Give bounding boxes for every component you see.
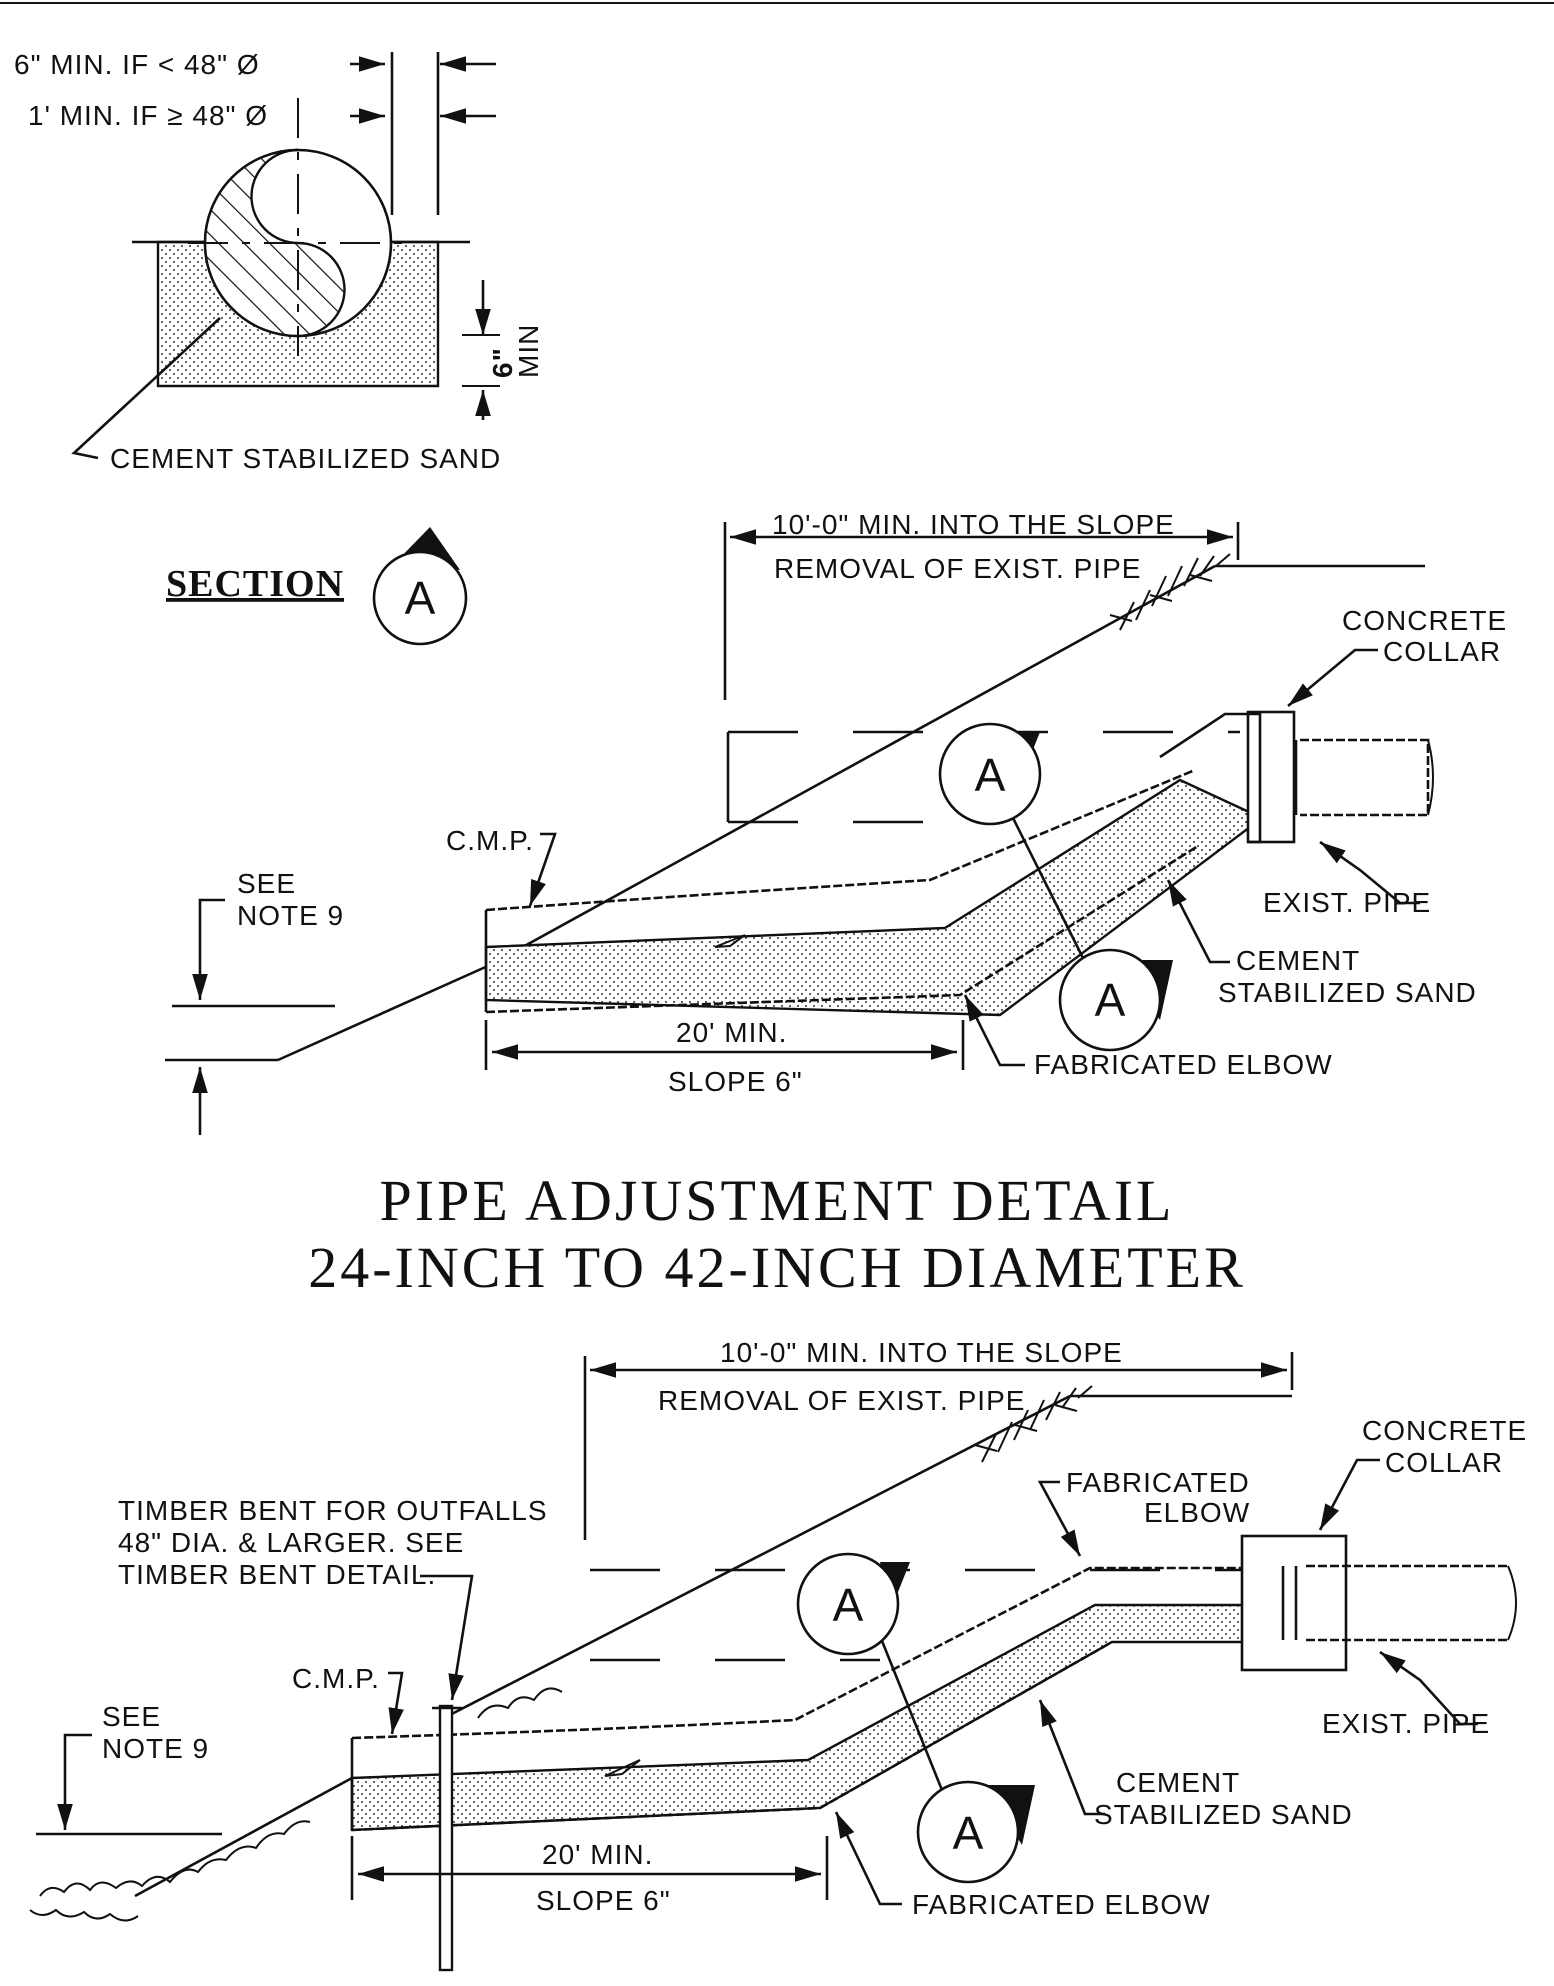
timber-bent-leader xyxy=(420,1574,474,1701)
note-min-cover-ge48: 1' MIN. IF ≥ 48" Ø xyxy=(28,100,268,131)
slope-label: SLOPE 6" xyxy=(536,1885,671,1916)
removal-label: REMOVAL OF EXIST. PIPE xyxy=(774,553,1141,584)
cut-letter-lower: A xyxy=(953,1807,984,1859)
section-cut-line xyxy=(878,1635,952,1811)
flow-arrow xyxy=(604,1759,641,1777)
cut-bubble-upper xyxy=(796,1552,900,1656)
section-a-detail: 6" MIN. IF < 48" Ø 1' MIN. IF ≥ 48" Ø 6"… xyxy=(14,49,544,646)
detail-small: 10'-0" MIN. INTO THE SLOPE REMOVAL OF EX… xyxy=(165,509,1507,1135)
sand-label-2: STABILIZED SAND xyxy=(1218,977,1477,1008)
cmp-leader xyxy=(388,1671,404,1735)
sand-leader xyxy=(71,317,221,460)
timber-bent-label-1: TIMBER BENT FOR OUTFALLS xyxy=(118,1495,548,1526)
removal-label: REMOVAL OF EXIST. PIPE xyxy=(658,1385,1025,1416)
timber-bent-label-3: TIMBER BENT DETAIL. xyxy=(118,1559,436,1590)
concrete-collar xyxy=(1240,1534,1348,1672)
elbow-top-leader xyxy=(1037,1480,1082,1557)
toe-slope-line xyxy=(134,1776,353,1898)
collar-leader xyxy=(1287,648,1378,707)
toe-slope-line xyxy=(277,963,491,1062)
cut-bubble-upper xyxy=(938,722,1042,826)
collar-label-1: CONCRETE xyxy=(1342,605,1507,636)
existing-pipe-break xyxy=(1507,1565,1517,1641)
elbow-label: FABRICATED ELBOW xyxy=(912,1889,1211,1920)
existing-pipe xyxy=(1306,1564,1508,1642)
riprap xyxy=(29,1820,311,1922)
title-line-1: PIPE ADJUSTMENT DETAIL xyxy=(380,1168,1175,1233)
riprap-top xyxy=(477,1687,563,1719)
concrete-collar xyxy=(1246,710,1296,844)
sand-leader xyxy=(1166,879,1230,964)
elbow-end xyxy=(1159,712,1262,844)
exist-pipe-leader xyxy=(1379,1650,1478,1726)
exist-pipe-leader xyxy=(1319,840,1420,905)
slope-hatch xyxy=(974,1385,1093,1463)
collar-label-2: COLLAR xyxy=(1385,1447,1503,1478)
cmp-label: C.M.P. xyxy=(292,1663,380,1694)
elbow-top-label-1: FABRICATED xyxy=(1066,1467,1250,1498)
embankment-slope xyxy=(489,564,1216,967)
slope-label: SLOPE 6" xyxy=(668,1066,803,1097)
dim-20ft-label: 20' MIN. xyxy=(676,1017,787,1048)
section-bubble xyxy=(372,550,468,646)
see-note-1: SEE xyxy=(102,1701,161,1732)
sand-label: CEMENT STABILIZED SAND xyxy=(110,443,501,474)
cut-bubble-lower xyxy=(916,1780,1020,1884)
see-note-2: NOTE 9 xyxy=(102,1733,209,1764)
dim-10ft-label: 10'-0" MIN. INTO THE SLOPE xyxy=(772,509,1175,540)
sand-label-1: CEMENT xyxy=(1236,945,1360,976)
title-line-2: 24-INCH TO 42-INCH DIAMETER xyxy=(308,1235,1246,1300)
section-title: SECTION xyxy=(166,563,344,605)
cmp-top-wall xyxy=(351,1566,1248,1740)
detail-large: 10'-0" MIN. INTO THE SLOPE REMOVAL OF EX… xyxy=(29,1337,1527,1972)
elbow-leader xyxy=(963,994,1025,1067)
cut-letter-lower: A xyxy=(1095,974,1126,1026)
slope-hatch xyxy=(1109,553,1231,631)
existing-pipe xyxy=(1300,738,1430,817)
elbow-leader xyxy=(834,1811,902,1906)
see-note-1: SEE xyxy=(237,868,296,899)
collar-label-2: COLLAR xyxy=(1383,636,1501,667)
cmp-top-wall xyxy=(485,768,1196,912)
section-cut-line xyxy=(1008,811,1092,973)
existing-pipe-break xyxy=(1427,739,1434,816)
note-min-cover-lt48: 6" MIN. IF < 48" Ø xyxy=(14,49,260,80)
cut-bubble-lower xyxy=(1058,948,1162,1052)
flow-arrow xyxy=(714,934,746,948)
dim-20ft-label: 20' MIN. xyxy=(542,1839,653,1870)
cmp-bottom-wall xyxy=(351,1640,1113,1832)
embankment-slope xyxy=(439,1394,1071,1722)
timber-bent-pile xyxy=(438,1704,454,1972)
cmp-invert xyxy=(351,1604,1248,1779)
cut-letter-upper: A xyxy=(975,749,1006,801)
dim-min: MIN xyxy=(513,324,544,378)
cmp-label: C.M.P. xyxy=(446,825,534,856)
section-letter: A xyxy=(405,572,436,624)
cmp-bottom-wall xyxy=(485,844,1199,1014)
cmp-leader xyxy=(528,832,557,907)
dim-6in: 6" xyxy=(487,347,518,378)
elbow-label: FABRICATED ELBOW xyxy=(1034,1049,1333,1080)
sand-label-2: STABILIZED SAND xyxy=(1094,1799,1353,1830)
see-note-leader xyxy=(57,1733,92,1830)
collar-leader xyxy=(1318,1458,1380,1531)
sand-label-1: CEMENT xyxy=(1116,1767,1240,1798)
see-note-2: NOTE 9 xyxy=(237,900,344,931)
elbow-top-label-2: ELBOW xyxy=(1144,1497,1250,1528)
collar-label-1: CONCRETE xyxy=(1362,1415,1527,1446)
cut-letter-upper: A xyxy=(833,1579,864,1631)
see-note-leader xyxy=(192,898,225,1000)
timber-bent-label-2: 48" DIA. & LARGER. SEE xyxy=(118,1527,464,1558)
dim-10ft-label: 10'-0" MIN. INTO THE SLOPE xyxy=(720,1337,1123,1368)
cmp-invert xyxy=(485,779,1181,948)
sand-leader xyxy=(1038,1699,1105,1816)
